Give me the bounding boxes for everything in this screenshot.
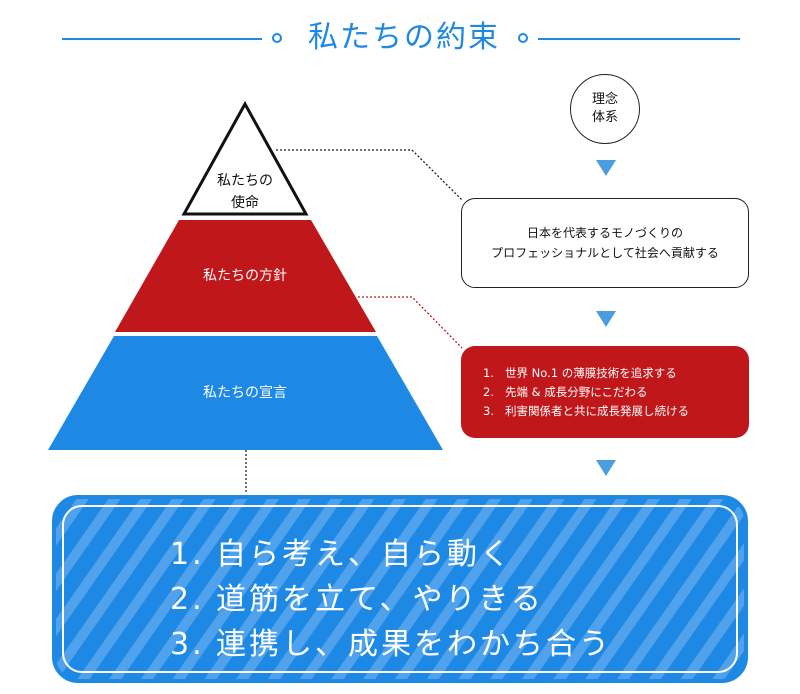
declaration-item: 2. 道筋を立て、やりきる [170,582,544,617]
philosophy-line1: 理念 [591,92,618,107]
title-line-left [62,38,262,40]
declaration-item: 1. 自ら考え、自ら動く [170,537,513,572]
pyramid-tier-declaration [48,336,443,450]
mission-line1: 日本を代表するモノづくりの [526,226,683,240]
arrow-down-icon [596,460,616,476]
mission-line2: プロフェッショナルとして社会へ貢献する [491,246,719,260]
arrow-down-icon [596,160,616,176]
policy-box: 1. 世界 No.1 の薄膜技術を追求する 2. 先端 & 成長分野にこだわる … [461,346,749,438]
title-line-right [538,38,740,40]
philosophy-system-circle: 理念 体系 [570,74,640,144]
declaration-banner-inner-border [62,505,738,673]
arrow-down-icon [596,311,616,327]
pyramid-tier-mission [181,100,309,216]
page-title: 私たちの約束 [308,20,500,55]
pyramid-label-mission: 私たちの 使命 [217,173,273,211]
philosophy-line2: 体系 [591,110,618,125]
declaration-banner [52,495,748,683]
declaration-list: 1. 自ら考え、自ら動く 2. 道筋を立て、やりきる 3. 連携し、成果をわかち… [170,532,612,667]
title-ring-left-icon [272,33,282,43]
connector-policy [358,296,463,349]
pyramid-label-declaration: 私たちの宣言 [203,385,287,401]
pyramid-label-policy: 私たちの方針 [203,268,287,284]
mission-box: 日本を代表するモノづくりの プロフェッショナルとして社会へ貢献する [461,198,749,288]
pyramid-tier-policy [115,220,376,332]
policy-item: 3. 利害関係者と共に成長発展し続ける [483,404,689,418]
connector-mission [276,149,463,201]
policy-item: 2. 先端 & 成長分野にこだわる [483,385,648,399]
declaration-item: 3. 連携し、成果をわかち合う [170,627,612,662]
title-ring-right-icon [518,33,528,43]
policy-item: 1. 世界 No.1 の薄膜技術を追求する [483,366,677,380]
